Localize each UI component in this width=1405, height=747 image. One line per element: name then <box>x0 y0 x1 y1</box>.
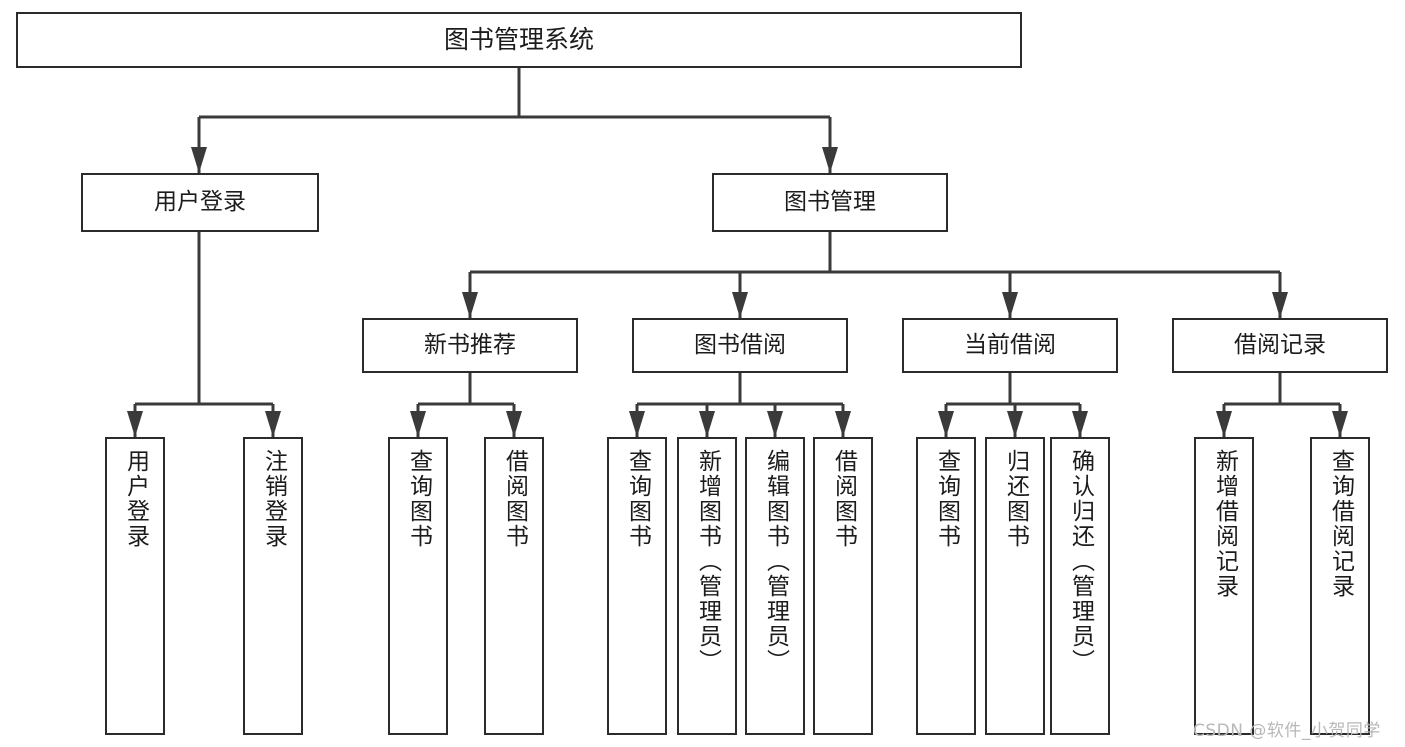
node-leaf-query-book-1[interactable]: 查询图书 <box>388 437 448 735</box>
node-user-login[interactable]: 用户登录 <box>81 173 319 232</box>
node-label: 借阅图书 <box>830 449 857 549</box>
node-label: 借阅记录 <box>1234 331 1326 358</box>
node-label: 用户登录 <box>154 188 246 215</box>
node-leaf-borrow-book-1[interactable]: 借阅图书 <box>484 437 544 735</box>
node-label: 查询借阅记录 <box>1327 449 1354 599</box>
node-label: 注销登录 <box>260 449 287 549</box>
node-book-management[interactable]: 图书管理 <box>712 173 948 232</box>
node-leaf-edit-book-admin[interactable]: 编辑图书（管理员） <box>745 437 805 735</box>
node-leaf-logout-login[interactable]: 注销登录 <box>243 437 303 735</box>
node-borrow-record[interactable]: 借阅记录 <box>1172 318 1388 373</box>
node-root[interactable]: 图书管理系统 <box>16 12 1022 68</box>
node-label: 查询图书 <box>405 449 432 549</box>
node-leaf-add-borrow-record[interactable]: 新增借阅记录 <box>1194 437 1254 735</box>
node-label: 借阅图书 <box>501 449 528 549</box>
node-leaf-user-login[interactable]: 用户登录 <box>105 437 165 735</box>
node-leaf-add-book-admin[interactable]: 新增图书（管理员） <box>677 437 737 735</box>
node-leaf-query-book-2[interactable]: 查询图书 <box>607 437 667 735</box>
node-leaf-query-borrow-record[interactable]: 查询借阅记录 <box>1310 437 1370 735</box>
node-label: 查询图书 <box>624 449 651 549</box>
node-label: 归还图书 <box>1002 449 1029 549</box>
node-label: 用户登录 <box>122 449 149 549</box>
node-new-book-recommend[interactable]: 新书推荐 <box>362 318 578 373</box>
node-label: 新增图书（管理员） <box>694 449 721 674</box>
node-book-borrow[interactable]: 图书借阅 <box>632 318 848 373</box>
node-label: 编辑图书（管理员） <box>762 449 789 674</box>
csdn-watermark: CSDN @软件_小贺同学 <box>1193 721 1381 741</box>
node-leaf-confirm-return-admin[interactable]: 确认归还（管理员） <box>1050 437 1110 735</box>
node-label: 新书推荐 <box>424 331 516 358</box>
node-label: 图书管理 <box>784 188 876 215</box>
node-leaf-borrow-book-2[interactable]: 借阅图书 <box>813 437 873 735</box>
node-label: 图书借阅 <box>694 331 786 358</box>
node-label: 查询图书 <box>933 449 960 549</box>
node-label: 当前借阅 <box>964 331 1056 358</box>
node-current-borrow[interactable]: 当前借阅 <box>902 318 1118 373</box>
node-leaf-return-book[interactable]: 归还图书 <box>985 437 1045 735</box>
node-label: 确认归还（管理员） <box>1067 449 1094 674</box>
node-leaf-query-book-3[interactable]: 查询图书 <box>916 437 976 735</box>
node-label: 图书管理系统 <box>443 25 594 55</box>
node-label: 新增借阅记录 <box>1211 449 1238 599</box>
